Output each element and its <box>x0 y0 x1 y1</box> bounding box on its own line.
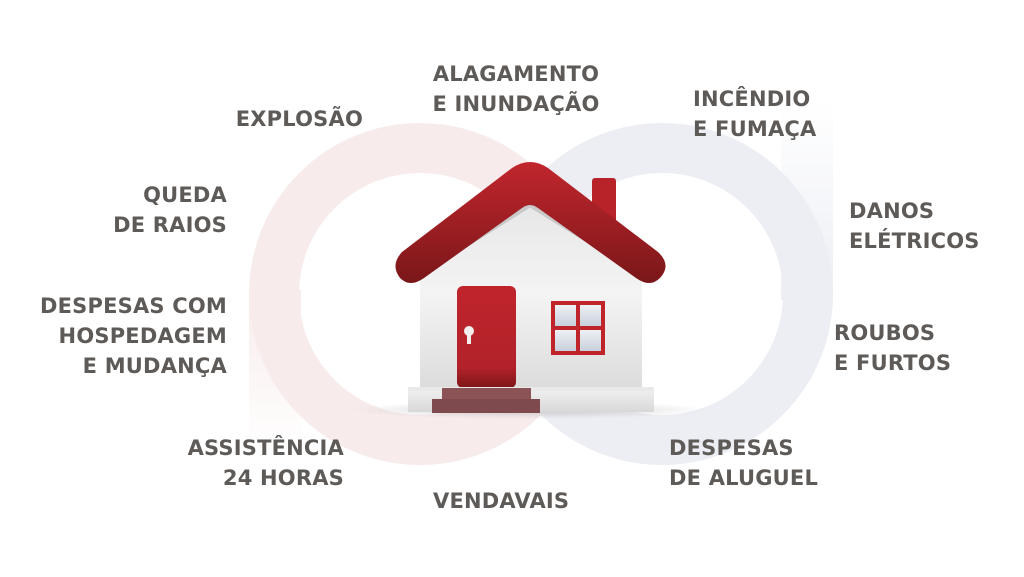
coverage-vendavais: VENDAVAIS <box>433 489 570 513</box>
keyhole-icon <box>464 326 474 344</box>
coverage-despesas-aluguel: DESPESAS DE ALUGUEL <box>669 436 819 490</box>
coverage-queda-raios: QUEDA DE RAIOS <box>113 183 227 237</box>
step-top <box>442 388 531 400</box>
coverage-despesas-hospedagem: DESPESAS COM HOSPEDAGEM E MUDANÇA <box>39 294 227 378</box>
window <box>551 301 605 355</box>
step-bottom <box>432 399 540 413</box>
coverage-alagamento: ALAGAMENTO E INUNDAÇÃO <box>432 62 600 116</box>
coverage-incendio: INCÊNDIO E FUMAÇA <box>693 87 817 141</box>
coverage-explosao: EXPLOSÃO <box>235 107 363 131</box>
coverage-roubos: ROUBOS E FURTOS <box>834 321 952 375</box>
door <box>457 286 516 388</box>
coverage-assistencia: ASSISTÊNCIA 24 HORAS <box>187 436 344 490</box>
roof <box>395 162 666 283</box>
coverage-danos-eletricos: DANOS ELÉTRICOS <box>849 199 980 253</box>
